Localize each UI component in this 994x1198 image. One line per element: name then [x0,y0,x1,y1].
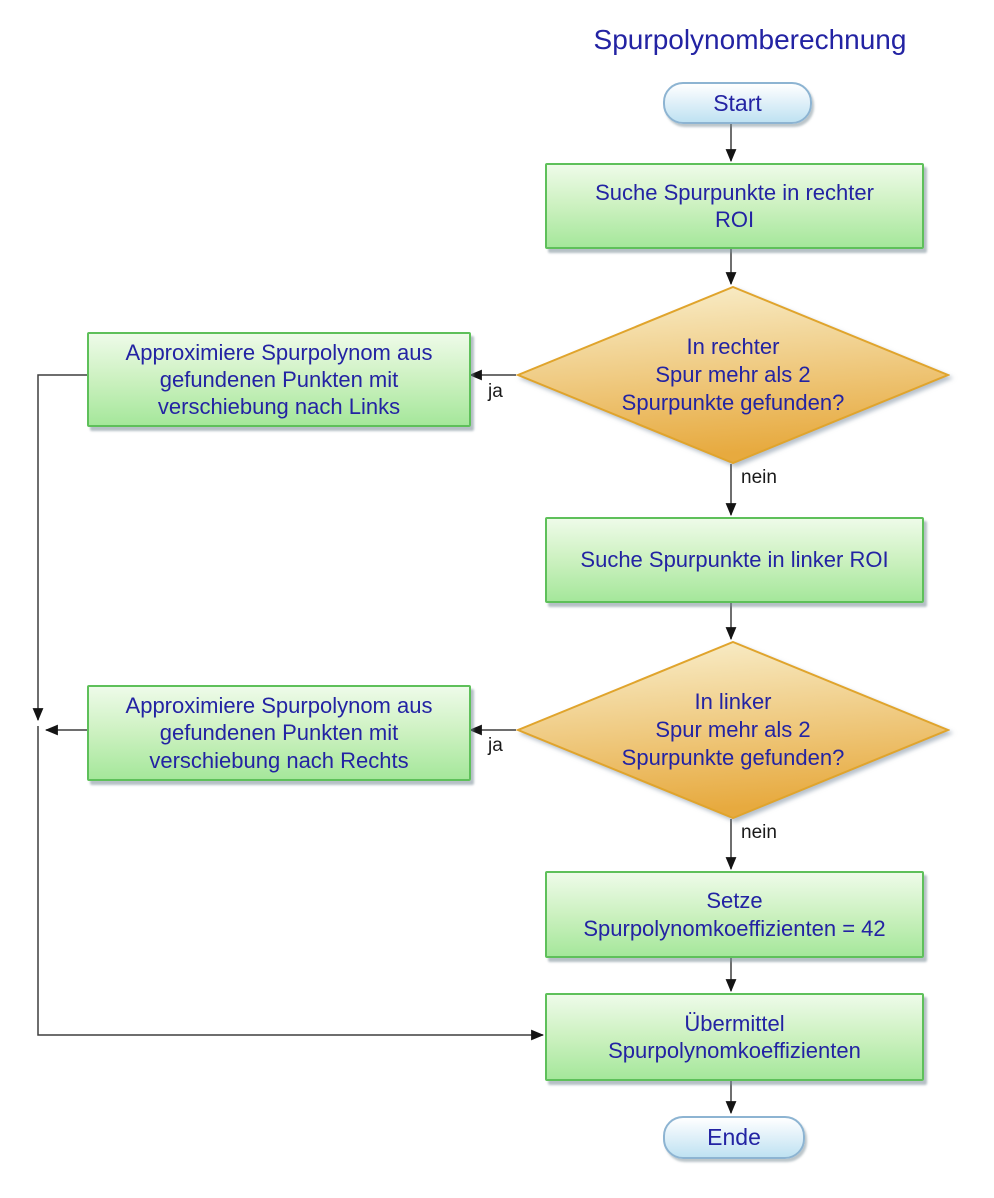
edge-label-nein-right: nein [741,467,777,488]
decision-left-shape [516,641,950,819]
node-search-right-roi-label: Suche Spurpunkte in rechter ROI [595,179,874,232]
connector-junction-to-transmit [37,726,545,1041]
node-end-label: Ende [707,1124,761,1151]
node-decision-left-label: In linker Spur mehr als 2 Spurpunkte gef… [621,689,845,770]
node-search-left-roi-label: Suche Spurpunkte in linker ROI [580,547,889,573]
edge-label-nein-left: nein [741,822,777,843]
node-decision-left: In linker Spur mehr als 2 Spurpunkte gef… [516,641,950,819]
node-set-coefficients: Setze Spurpolynomkoeffizienten = 42 [545,871,924,958]
node-transmit-coefficients: Übermittel Spurpolynomkoeffizienten [545,993,924,1081]
edge-label-ja-left: ja [488,735,503,756]
node-start-terminal: Start [663,82,812,124]
connector-approx-left-to-junction [32,374,87,722]
node-approx-left: Approximiere Spurpolynom aus gefundenen … [87,332,471,427]
node-decision-right: In rechter Spur mehr als 2 Spurpunkte ge… [516,286,950,464]
node-transmit-coefficients-label: Übermittel Spurpolynomkoeffizienten [608,1010,861,1063]
diagram-title: Spurpolynomberechnung [593,24,907,55]
node-end-terminal: Ende [663,1116,805,1159]
node-approx-left-label: Approximiere Spurpolynom aus gefundenen … [125,339,433,420]
node-search-left-roi: Suche Spurpunkte in linker ROI [545,517,924,603]
node-set-coefficients-label: Setze Spurpolynomkoeffizienten = 42 [583,888,886,941]
decision-right-shape [516,286,950,464]
node-approx-right-label: Approximiere Spurpolynom aus gefundenen … [125,693,433,773]
node-decision-right-label: In rechter Spur mehr als 2 Spurpunkte ge… [621,334,845,415]
node-search-right-roi: Suche Spurpunkte in rechter ROI [545,163,924,249]
node-approx-right: Approximiere Spurpolynom aus gefundenen … [87,685,471,781]
edge-label-ja-right: ja [488,381,503,402]
node-start-label: Start [713,89,762,116]
